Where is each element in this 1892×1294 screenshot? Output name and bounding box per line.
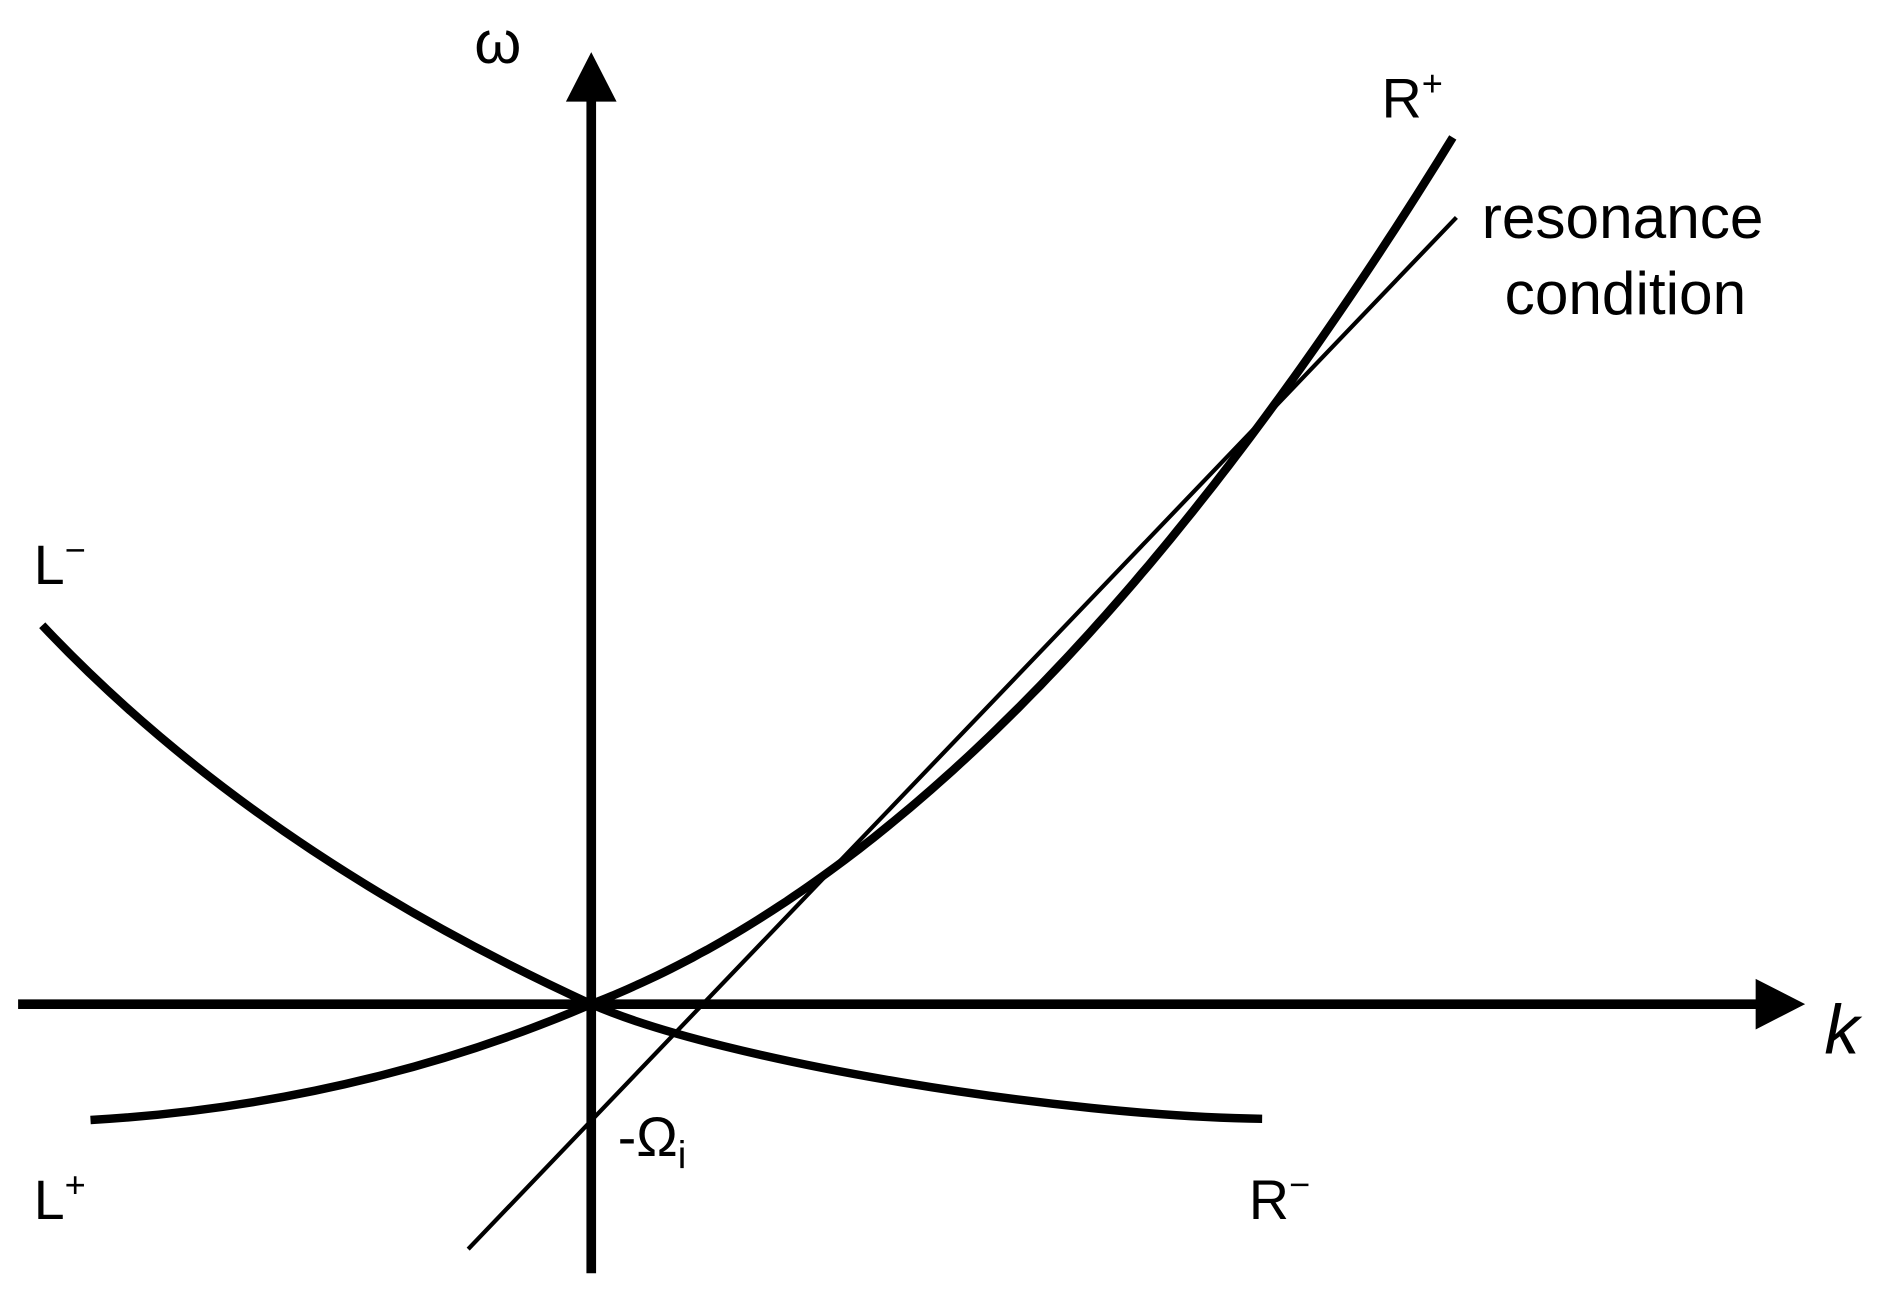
omega-axis-arrowhead (565, 52, 617, 102)
r-plus-curve (589, 135, 1457, 1009)
l-plus-label: L+ (34, 1164, 86, 1231)
minus-omega-i-label: -Ωi (618, 1106, 687, 1177)
r-minus-curve (589, 1000, 1263, 1124)
omega-axis-label: ω (474, 8, 521, 76)
r-minus-label: R− (1249, 1164, 1310, 1231)
k-axis-label: k (1824, 991, 1862, 1069)
resonance-label-line2: condition (1505, 259, 1747, 327)
resonance-condition-line (466, 215, 1458, 1251)
l-plus-r-plus-curve (90, 1000, 593, 1125)
r-plus-label: R+ (1382, 63, 1443, 130)
l-minus-curve (39, 622, 594, 1009)
resonance-label-line1: resonance (1482, 183, 1764, 251)
l-minus-label: L− (34, 530, 86, 597)
k-axis-arrowhead (1755, 978, 1806, 1030)
